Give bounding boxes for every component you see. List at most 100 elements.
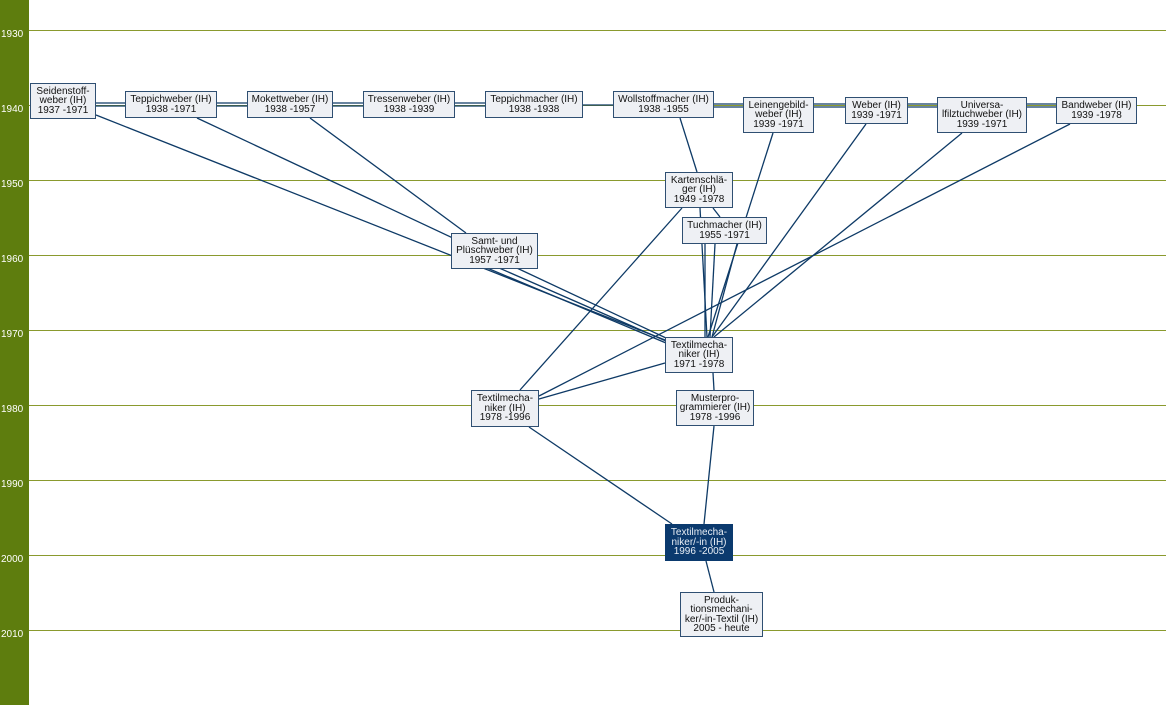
node-label-line: Seidenstoff- bbox=[36, 85, 90, 97]
node-bandweber[interactable]: Bandweber (IH)1939 -1978 bbox=[1056, 97, 1137, 124]
year-gridline-1980 bbox=[29, 405, 1166, 406]
node-label-line: Textilmecha- bbox=[476, 393, 534, 405]
node-label-line: 1937 -1971 bbox=[37, 104, 89, 116]
node-label-line: Musterpro- bbox=[690, 392, 740, 404]
relation-edge bbox=[479, 264, 667, 344]
relation-edge bbox=[528, 426, 673, 525]
node-label-line: lfilztuchweber (IH) bbox=[941, 109, 1023, 121]
relation-edge bbox=[489, 263, 667, 342]
relation-edge bbox=[713, 132, 963, 338]
year-label-1960: 1960 bbox=[1, 254, 24, 265]
node-label-line: Teppichweber (IH) bbox=[130, 94, 212, 105]
node-seidenstoffweber[interactable]: Seidenstoff-weber (IH)1937 -1971 bbox=[30, 83, 96, 119]
node-label-line: 1939 -1971 bbox=[851, 109, 902, 121]
relation-edge bbox=[711, 123, 867, 338]
relation-edge bbox=[679, 117, 698, 173]
relation-edge bbox=[538, 362, 666, 400]
node-label-line: 1996 -2005 bbox=[673, 546, 725, 558]
year-gridline-1990 bbox=[29, 480, 1166, 481]
node-label-line: 1938 -1938 bbox=[508, 103, 560, 115]
node-label-line: Tressenweber (IH) bbox=[367, 94, 451, 105]
relation-edge bbox=[519, 207, 683, 391]
node-label-line: ger (IH) bbox=[682, 184, 716, 196]
relation-edge bbox=[705, 560, 715, 593]
node-leinengebildweber[interactable]: Leinengebild-weber (IH)1939 -1971 bbox=[743, 97, 814, 133]
node-label-line: Teppichmacher (IH) bbox=[490, 94, 578, 105]
node-tuchmacher[interactable]: Tuchmacher (IH)1955 -1971 bbox=[682, 217, 767, 244]
year-gridline-2000 bbox=[29, 555, 1166, 556]
node-label-line: 1938 -1955 bbox=[638, 103, 689, 115]
year-label-2000: 2000 bbox=[1, 554, 24, 565]
year-label-2010: 2010 bbox=[1, 629, 24, 640]
timeline-year-bar bbox=[0, 0, 29, 705]
year-gridline-1970 bbox=[29, 330, 1166, 331]
node-tressenweber[interactable]: Tressenweber (IH)1938 -1939 bbox=[363, 91, 455, 118]
node-label-line: Samt- und bbox=[471, 235, 518, 247]
node-label-line: Wollstoffmacher (IH) bbox=[618, 94, 709, 105]
relation-edge bbox=[709, 243, 716, 338]
node-label-line: 1978 -1996 bbox=[479, 412, 531, 424]
node-teppichweber[interactable]: Teppichweber (IH)1938 -1971 bbox=[125, 91, 217, 118]
node-label-line: Mokettweber (IH) bbox=[251, 94, 329, 105]
year-label-1940: 1940 bbox=[1, 104, 24, 115]
node-textilmechaniker-in-1996[interactable]: Textilmecha-niker/-in (IH)1996 -2005 bbox=[665, 524, 733, 561]
node-label-line: 1939 -1971 bbox=[956, 118, 1008, 130]
node-label-line: 1938 -1971 bbox=[145, 103, 197, 115]
year-gridline-1960 bbox=[29, 255, 1166, 256]
node-label-line: niker (IH) bbox=[678, 349, 720, 361]
node-label-line: 1939 -1978 bbox=[1071, 109, 1122, 121]
year-gridline-1930 bbox=[29, 30, 1166, 31]
node-kartenschlaeger[interactable]: Kartenschlä-ger (IH)1949 -1978 bbox=[665, 172, 733, 208]
year-label-1970: 1970 bbox=[1, 329, 24, 340]
relation-edge bbox=[703, 425, 715, 525]
node-weber[interactable]: Weber (IH)1939 -1971 bbox=[845, 97, 908, 124]
relation-edge bbox=[538, 123, 1071, 397]
year-gridline-1950 bbox=[29, 180, 1166, 181]
node-label-line: 1978 -1996 bbox=[689, 411, 741, 423]
node-label-line: Universa- bbox=[960, 99, 1004, 111]
node-label-line: Textilmecha- bbox=[670, 527, 728, 539]
node-label-line: Plüschweber (IH) bbox=[456, 245, 533, 257]
node-label-line: niker/-in (IH) bbox=[671, 536, 727, 548]
node-label-line: Bandweber (IH) bbox=[1061, 100, 1132, 111]
node-label-line: 1971 -1978 bbox=[673, 358, 725, 370]
node-textilmechaniker-1978[interactable]: Textilmecha-niker (IH)1978 -1996 bbox=[471, 390, 539, 427]
year-label-1930: 1930 bbox=[1, 29, 24, 40]
node-label-line: Tuchmacher (IH) bbox=[687, 220, 762, 231]
node-wollstoffmacher[interactable]: Wollstoffmacher (IH)1938 -1955 bbox=[613, 91, 714, 118]
relation-edge bbox=[196, 117, 667, 339]
year-label-1990: 1990 bbox=[1, 479, 24, 490]
node-label-line: ker/-in-Textil (IH) bbox=[684, 613, 759, 625]
node-label-line: Textilmecha- bbox=[670, 339, 728, 351]
node-mokettweber[interactable]: Mokettweber (IH)1938 -1957 bbox=[247, 91, 333, 118]
relation-edge bbox=[309, 117, 467, 234]
relation-edge bbox=[712, 372, 715, 391]
relation-edge bbox=[712, 207, 721, 218]
node-label-line: 1938 -1957 bbox=[264, 103, 316, 115]
node-label-line: 2005 - heute bbox=[693, 623, 750, 634]
node-textilmechaniker-1971[interactable]: Textilmecha-niker (IH)1971 -1978 bbox=[665, 337, 733, 373]
year-label-1980: 1980 bbox=[1, 404, 24, 415]
node-label-line: 1955 -1971 bbox=[699, 229, 750, 241]
node-label-line: Weber (IH) bbox=[852, 100, 901, 111]
node-label-line: Kartenschlä- bbox=[670, 174, 728, 186]
node-label-line: 1938 -1939 bbox=[383, 103, 435, 115]
node-universalfilztuchweber[interactable]: Universa-lfilztuchweber (IH)1939 -1971 bbox=[937, 97, 1027, 133]
node-label-line: weber (IH) bbox=[39, 95, 87, 107]
node-label-line: 1939 -1971 bbox=[753, 118, 804, 130]
node-label-line: niker (IH) bbox=[484, 402, 526, 414]
node-label-line: Leinengebild- bbox=[748, 99, 809, 111]
year-gridline-2010 bbox=[29, 630, 1166, 631]
year-label-1950: 1950 bbox=[1, 179, 24, 190]
node-musterprogrammierer[interactable]: Musterpro-grammierer (IH)1978 -1996 bbox=[676, 390, 754, 426]
node-label-line: grammierer (IH) bbox=[679, 402, 751, 414]
node-produktionsmechaniker[interactable]: Produk-tionsmechani-ker/-in-Textil (IH)2… bbox=[680, 592, 763, 637]
node-label-line: tionsmechani- bbox=[690, 604, 753, 615]
node-label-line: weber (IH) bbox=[755, 109, 802, 121]
node-label-line: 1949 -1978 bbox=[673, 193, 725, 205]
node-label-line: Produk- bbox=[703, 594, 739, 606]
node-teppichmacher[interactable]: Teppichmacher (IH)1938 -1938 bbox=[485, 91, 583, 118]
node-label-line: 1957 -1971 bbox=[469, 254, 520, 266]
